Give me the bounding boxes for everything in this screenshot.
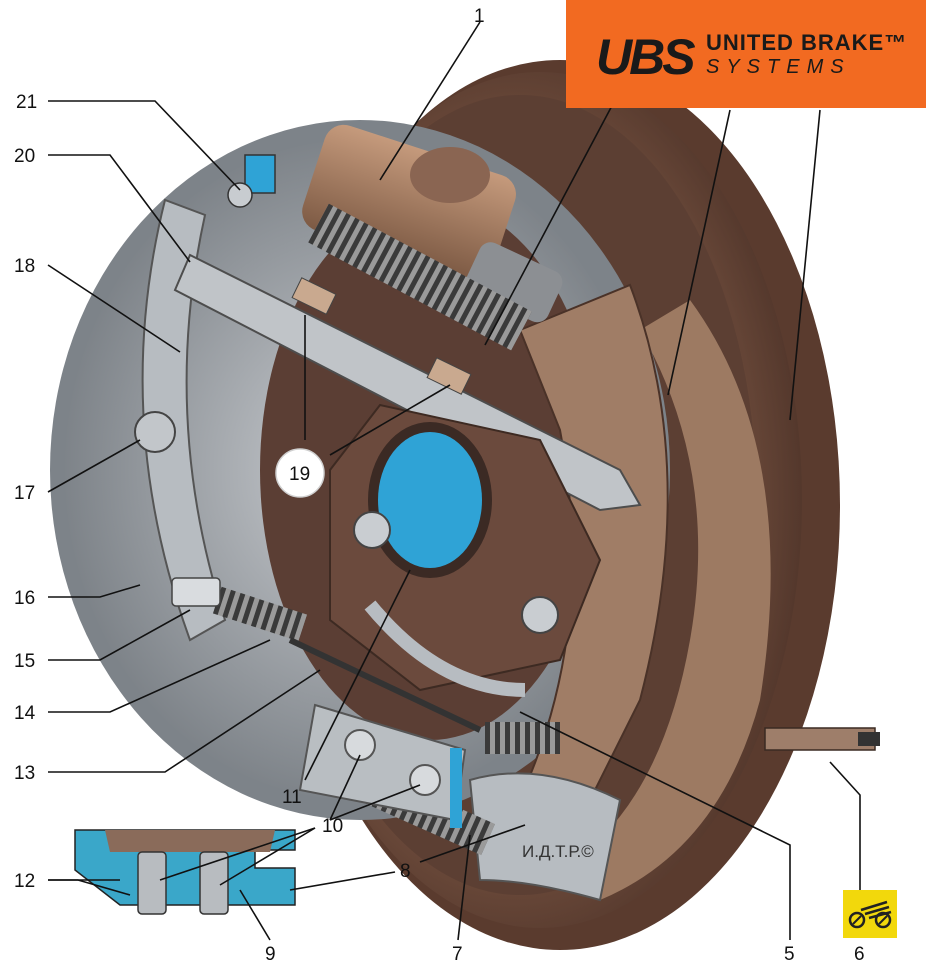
label-16: 16 (14, 588, 35, 609)
guide-block-upper (291, 277, 337, 315)
lower-spring (212, 586, 308, 642)
label-18: 18 (14, 256, 35, 277)
label-9: 9 (265, 944, 276, 965)
upper-clip (244, 154, 276, 194)
badge-glyph (848, 900, 892, 929)
brake-car-icon (843, 890, 897, 938)
label-17: 17 (14, 483, 35, 504)
label-7: 7 (452, 944, 463, 965)
guide-block-lower (426, 357, 472, 395)
hub-flange (329, 403, 602, 697)
label-19-circle (275, 448, 325, 498)
label-8: 8 (400, 861, 411, 882)
label-1: 1 (474, 6, 485, 27)
label-12: 12 (14, 871, 35, 892)
logo-line-2: SYSTEMS (706, 56, 851, 78)
logo-mark: UBS (596, 29, 696, 85)
label-19: 19 (289, 464, 310, 485)
axle-stub (764, 727, 880, 751)
label-11: 11 (282, 787, 302, 808)
ubs-logo: UBS UNITED BRAKE™ SYSTEMS (566, 0, 926, 108)
shoe-hold-down-pin (134, 411, 176, 453)
label-10: 10 (322, 816, 343, 837)
label-21: 21 (16, 92, 37, 113)
label-6: 6 (854, 944, 865, 965)
upper-bolt (227, 182, 253, 208)
label-13: 13 (14, 763, 35, 784)
label-15: 15 (14, 651, 35, 672)
front-brake-shoe (141, 198, 227, 642)
logo-line-1: UNITED BRAKE™ (706, 30, 908, 55)
label-14: 14 (14, 703, 36, 724)
inset-cross-section (74, 829, 296, 915)
upper-return-spring (308, 203, 532, 351)
illustrator-credit: И.Д.Т.Р.© (522, 842, 594, 861)
shoe-support (171, 577, 221, 607)
adjuster-plate (298, 703, 467, 828)
cable-spring (485, 722, 560, 754)
handbrake-cable (288, 637, 482, 733)
label-20: 20 (14, 146, 35, 167)
lower-shoe-segment (468, 772, 622, 902)
label-5: 5 (784, 944, 795, 965)
